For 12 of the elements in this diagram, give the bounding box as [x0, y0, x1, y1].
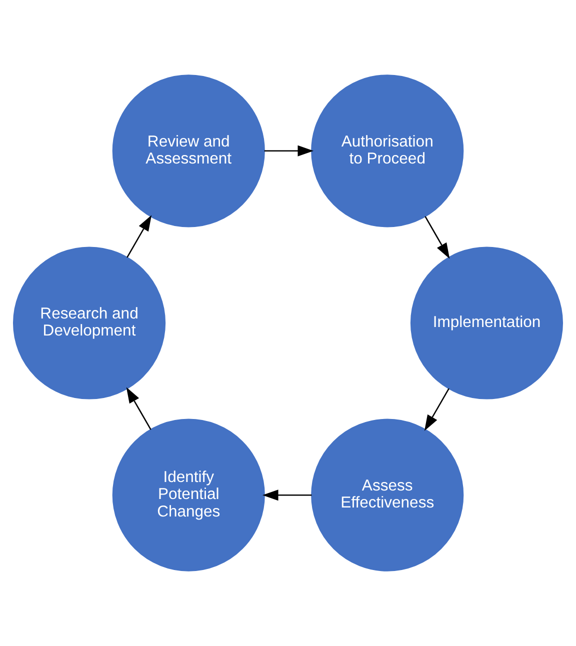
arrow: [262, 490, 312, 501]
node-circle: Authorisation to Proceed: [311, 74, 464, 228]
arrow: [264, 145, 314, 156]
node-circle: Review and Assessment: [112, 74, 265, 228]
arrow: [424, 388, 450, 431]
arrow: [424, 216, 450, 259]
node-circle: Implementation: [410, 246, 564, 400]
node-circle: Research and Development: [12, 246, 166, 400]
arrow: [126, 215, 152, 258]
node-circle: Assess Effectiveness: [311, 418, 464, 572]
arrow: [126, 387, 152, 430]
node-circle: Identify Potential Changes: [112, 418, 265, 572]
